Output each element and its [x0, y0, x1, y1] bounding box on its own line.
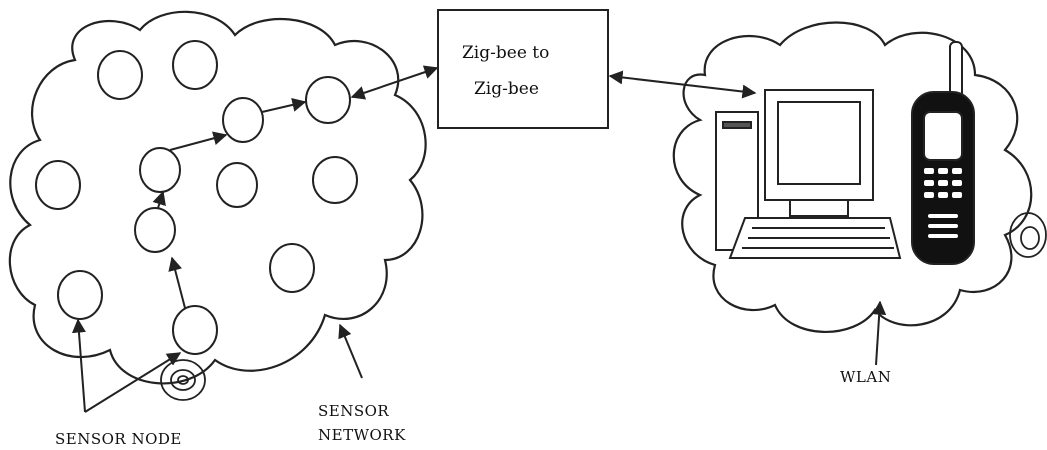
sensor-node: [139, 147, 181, 193]
routing-path: [152, 98, 307, 309]
gateway-box-line1: Zig-bee to: [462, 43, 549, 63]
hop-arrow: [152, 190, 166, 209]
sensor-node-pointer: [71, 318, 182, 413]
sensor-network-label-line1: SENSOR: [318, 402, 389, 420]
wlan-pointer: [872, 300, 887, 366]
sensor-node: [57, 270, 103, 320]
hop-arrow: [261, 98, 307, 113]
link-sensor-to-gateway: [350, 65, 439, 100]
sensor-nodes: [35, 40, 358, 355]
sensor-node: [269, 243, 315, 293]
computer-icon: [715, 89, 902, 259]
gateway-box: [437, 9, 609, 129]
wlan-label: WLAN: [840, 368, 891, 386]
sensor-node: [134, 207, 176, 253]
sensor-node: [222, 97, 264, 143]
sensor-network-cloud: [8, 10, 427, 385]
sensor-node: [312, 156, 358, 204]
sensor-node: [97, 50, 143, 100]
sensor-node: [172, 40, 218, 90]
hop-arrow: [169, 131, 228, 151]
access-point-icon: [1009, 212, 1047, 258]
sensor-network-pointer: [338, 323, 363, 379]
mobile-phone-icon: [911, 41, 975, 265]
wlan-cloud: [672, 21, 1033, 333]
sensor-node: [305, 76, 351, 124]
sensor-node: [216, 162, 258, 208]
link-gateway-to-wlan: [608, 70, 757, 99]
sensor-network-label-line2: NETWORK: [318, 426, 406, 444]
sensor-node: [172, 305, 218, 355]
sensor-node-label: SENSOR NODE: [55, 430, 182, 448]
gateway-box-line2: Zig-bee: [474, 79, 539, 99]
sensor-node: [35, 160, 81, 210]
sink-node-icon: [160, 359, 206, 401]
hop-arrow: [168, 256, 186, 309]
